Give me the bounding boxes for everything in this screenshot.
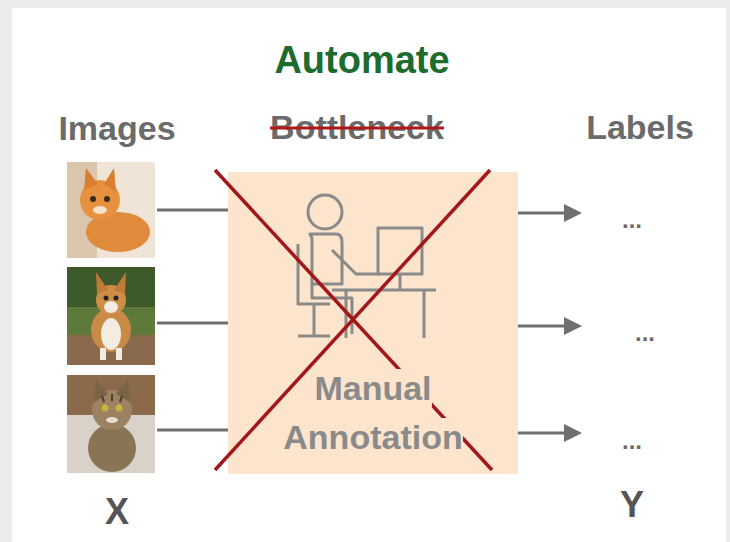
struck-heading: Bottleneck (264, 108, 450, 147)
input-lines (157, 210, 228, 430)
tabby-cat-photo (67, 375, 155, 473)
ellipsis: ... (622, 427, 642, 455)
box-text: Manual Annotation (228, 364, 518, 462)
text-patch: Manual Annotation (283, 369, 462, 456)
ellipsis: ... (635, 319, 655, 347)
cat-photo (67, 162, 155, 258)
dog-photo (67, 267, 155, 365)
ellipsis: ... (622, 206, 642, 234)
title: Automate (274, 39, 449, 82)
variable-name: Y (620, 484, 644, 526)
column-heading: Images (58, 109, 175, 148)
column-heading: Labels (586, 108, 694, 147)
annotation-box: Manual Annotation (228, 172, 518, 474)
variable-name: X (105, 491, 129, 533)
